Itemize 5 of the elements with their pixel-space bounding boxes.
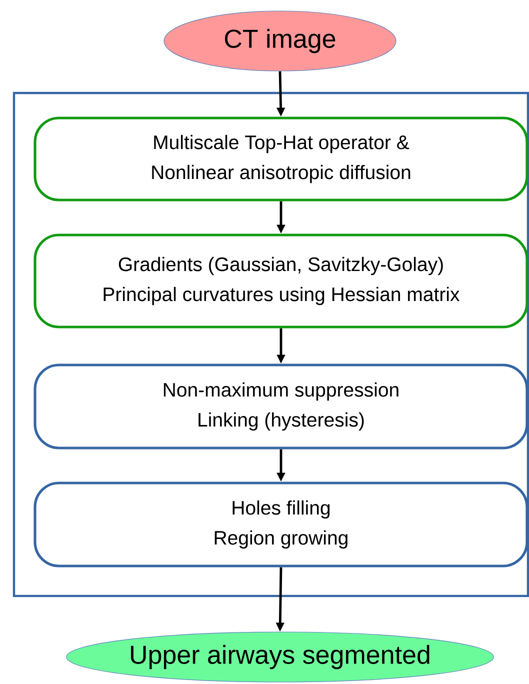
- process-box: Multiscale Top-Hat operator & Nonlinear anisotropic diffusion: [34, 116, 528, 202]
- process-box: Gradients (Gaussian, Savitzky-Golay) Principal curvatures using Hessian matrix: [34, 234, 528, 328]
- process-box: Holes filling Region growing: [34, 482, 528, 568]
- group-frame: [12, 92, 529, 598]
- process-box: Non-maximum suppression Linking (hysteresis): [34, 364, 528, 450]
